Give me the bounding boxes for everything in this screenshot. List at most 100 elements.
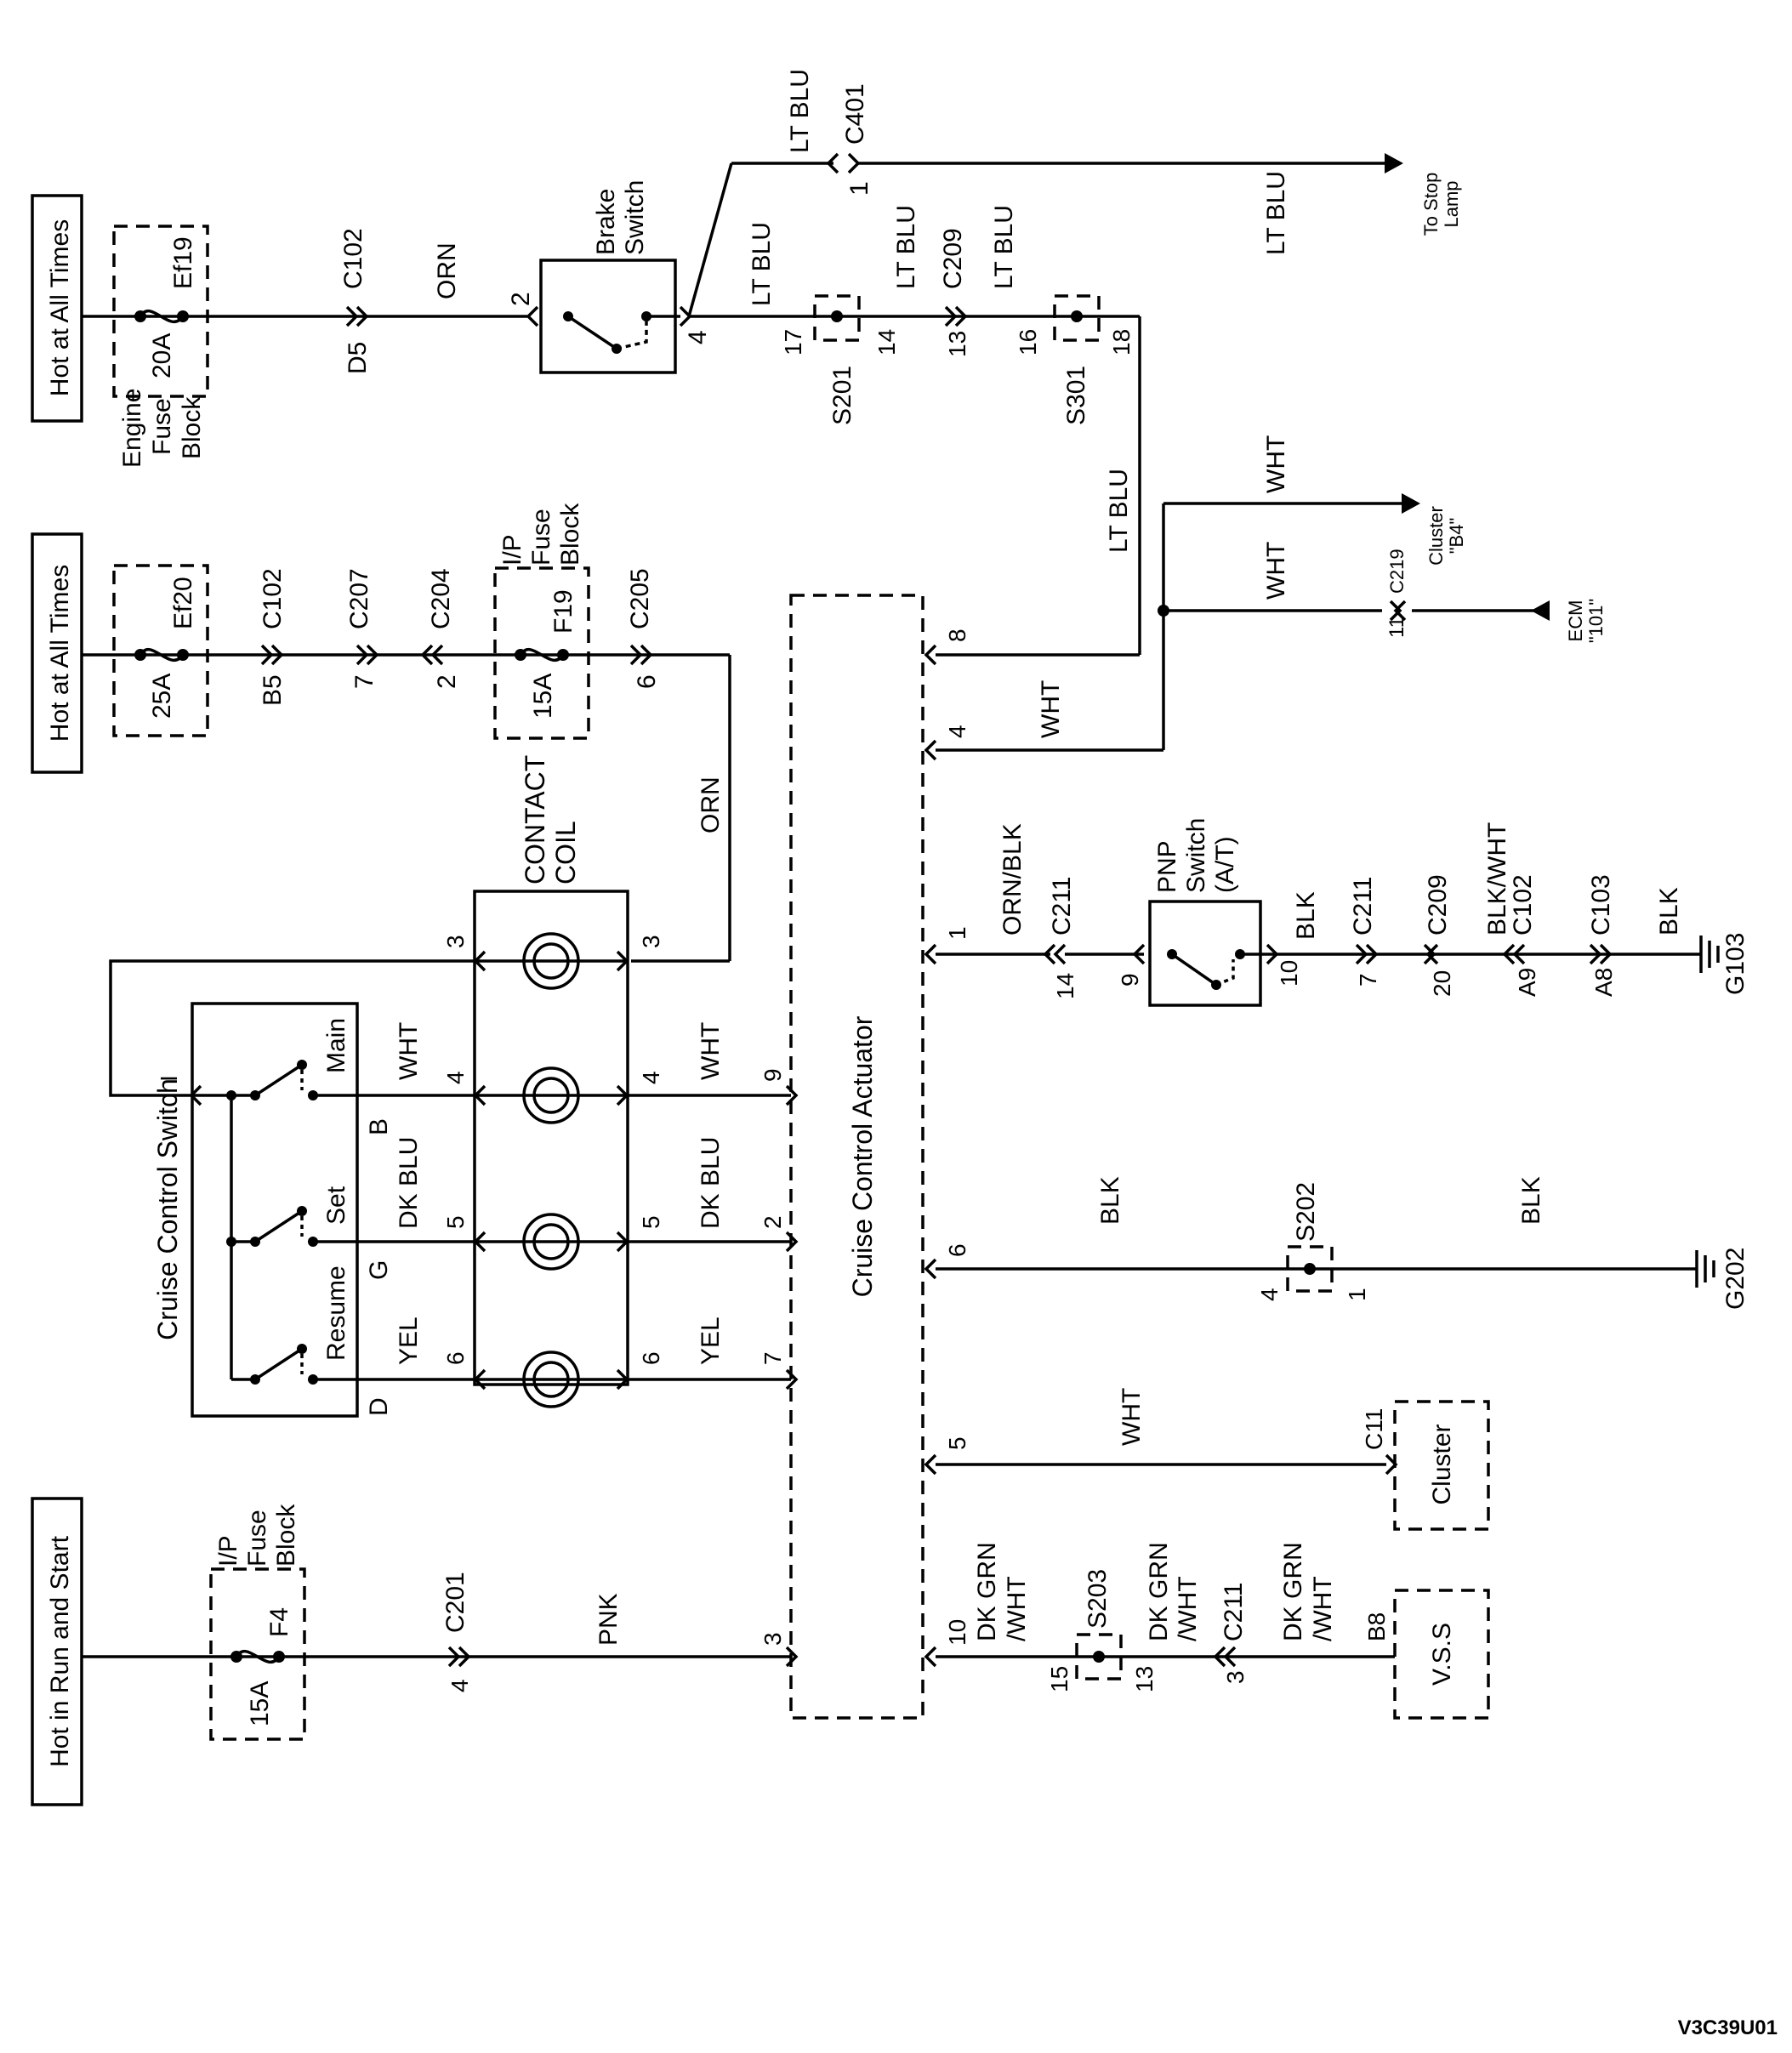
splice-s301-label: S301 — [1062, 366, 1090, 425]
pin-4: 4 — [684, 330, 712, 344]
wire-lt-blu: LT BLU — [1105, 469, 1133, 553]
connector-c209: C209 — [1424, 874, 1452, 936]
pin-20: 20 — [1429, 970, 1455, 997]
fuse-f4-name: F4 — [265, 1607, 293, 1637]
coil-pin-6: 6 6 — [442, 1351, 664, 1408]
pin-7: 7 — [350, 674, 378, 689]
pin-4: 4 — [1256, 1288, 1283, 1301]
pnp-label-3: (A/T) — [1211, 836, 1239, 893]
cruise-control-actuator: Cruise Control Actuator — [789, 594, 924, 1720]
pnp-label-1: PNP — [1153, 840, 1181, 893]
pin-5: 5 — [944, 1436, 970, 1450]
pin-5: 5 — [442, 1215, 469, 1229]
pin-b: B — [365, 1118, 393, 1135]
connector-c204: C204 — [427, 568, 455, 629]
fuse-ef19-rating: 20A — [148, 333, 176, 378]
source-label: Hot at All Times — [46, 565, 74, 742]
dest-stop-lamp-1: To Stop — [1420, 173, 1442, 236]
pnp-label-2: Switch — [1182, 818, 1210, 893]
wire-lt-blu: LT BLU — [892, 205, 920, 289]
source-label: Hot in Run and Start — [46, 1535, 74, 1766]
connector-c103: C103 — [1587, 874, 1615, 936]
fuse-f4-rating: 15A — [246, 1681, 274, 1726]
connector-c209: C209 — [939, 228, 967, 289]
wire-wht-stripe: /WHT — [1174, 1576, 1202, 1641]
brake-switch-label-2: Switch — [621, 180, 649, 255]
wire-wht-stripe: /WHT — [1309, 1576, 1337, 1641]
wire-wht: WHT — [1037, 680, 1065, 738]
pin-1: 1 — [1344, 1288, 1370, 1301]
connector-c102: C102 — [339, 228, 367, 289]
engine-label-3: Block — [178, 396, 206, 459]
pin-13: 13 — [944, 331, 970, 357]
pin-4: 4 — [442, 1071, 469, 1084]
switch-main-label: Main — [322, 1018, 350, 1073]
fuse-f4-housing — [209, 1567, 306, 1741]
wire-lt-blu: LT BLU — [748, 222, 776, 306]
wire-dk-grn: DK GRN — [1279, 1542, 1307, 1641]
pin-i: I — [156, 1075, 182, 1082]
pin-2: 2 — [507, 292, 535, 306]
wire-yel: YEL — [395, 1317, 423, 1365]
pin-8: 8 — [944, 628, 970, 642]
wire-wht: WHT — [697, 1022, 725, 1080]
switch-set-label: Set — [322, 1186, 350, 1225]
dest-cluster-b4-2: "B4" — [1446, 518, 1467, 554]
splice-s203-label: S203 — [1084, 1569, 1112, 1629]
circuit-run-start-row: F4 15A I/P Fuse Block C201 4 PNK 3 — [82, 1504, 798, 1741]
fuse-f19-name: F19 — [549, 589, 577, 634]
wire-yel: YEL — [697, 1317, 725, 1365]
splice-s201 — [813, 294, 861, 342]
wire-dk-grn: DK GRN — [973, 1542, 1001, 1641]
circuit-power-row: Ef20 25A C102 B5 C207 7 C204 2 F19 15A I… — [82, 503, 731, 963]
pin-14: 14 — [1052, 973, 1078, 999]
pin-3: 3 — [1222, 1670, 1249, 1684]
pin-3: 3 — [638, 935, 664, 948]
pin-g: G — [365, 1260, 393, 1280]
pin-1: 1 — [845, 181, 873, 196]
pin-d: D — [365, 1397, 393, 1416]
fuse-ef20-rating: 25A — [148, 674, 176, 719]
wire-lt-blu: LT BLU — [990, 205, 1018, 289]
wire-orn: ORN — [697, 776, 725, 833]
fuse-f19-rating: 15A — [529, 674, 557, 719]
pin-a9: A9 — [1514, 968, 1540, 997]
circuit-brake-row: Ef19 20A C102 D5 ORN 2 Brake Switch 4 LT… — [82, 69, 1462, 657]
pin-2: 2 — [433, 674, 461, 689]
wire-wht-stripe: /WHT — [1003, 1576, 1031, 1641]
pin-2: 2 — [759, 1215, 786, 1229]
pin-3: 3 — [442, 935, 469, 948]
pin-5: 5 — [638, 1215, 664, 1229]
cluster-label: Cluster — [1428, 1424, 1456, 1504]
contact-coil: CONTACT COIL 3 3 4 4 5 5 6 — [442, 755, 664, 1408]
ground-g103-label: G103 — [1721, 933, 1749, 995]
ground-g202-symbol — [1695, 1250, 1715, 1288]
splice-s201-label: S201 — [828, 366, 856, 425]
wire-dk-grn: DK GRN — [1145, 1542, 1173, 1641]
connector-c211: C211 — [1349, 877, 1377, 936]
pin-13: 13 — [1131, 1666, 1158, 1692]
wire-blk: BLK — [1517, 1176, 1545, 1225]
pin-3: 3 — [759, 1632, 786, 1646]
pin-9: 9 — [1117, 973, 1143, 987]
dest-ecm-2: "101" — [1585, 599, 1607, 643]
wire-wht: WHT — [395, 1022, 423, 1080]
cruise-control-switch: Cruise Control Switch I Main B WHT Set G… — [109, 959, 475, 1418]
pin-10: 10 — [1276, 960, 1302, 987]
wire-blk: BLK — [1292, 891, 1320, 940]
pin-d5: D5 — [344, 342, 372, 374]
pin-6: 6 — [944, 1243, 970, 1257]
splice-s202-label: S202 — [1292, 1182, 1320, 1242]
connector-c207: C207 — [345, 568, 373, 629]
pin-a8: A8 — [1590, 968, 1617, 997]
wire-pnk: PNK — [594, 1593, 623, 1646]
coil-pin-3: 3 3 — [442, 932, 664, 990]
wire-blk: BLK — [1096, 1176, 1124, 1225]
fuse-ef20-housing — [112, 564, 209, 737]
dest-stop-lamp-2: Lamp — [1441, 180, 1462, 227]
cruise-switch-label: Cruise Control Switch — [152, 1078, 183, 1340]
engine-label-2: Fuse — [148, 398, 176, 455]
pin-7: 7 — [759, 1351, 786, 1365]
pin-6: 6 — [633, 674, 661, 689]
